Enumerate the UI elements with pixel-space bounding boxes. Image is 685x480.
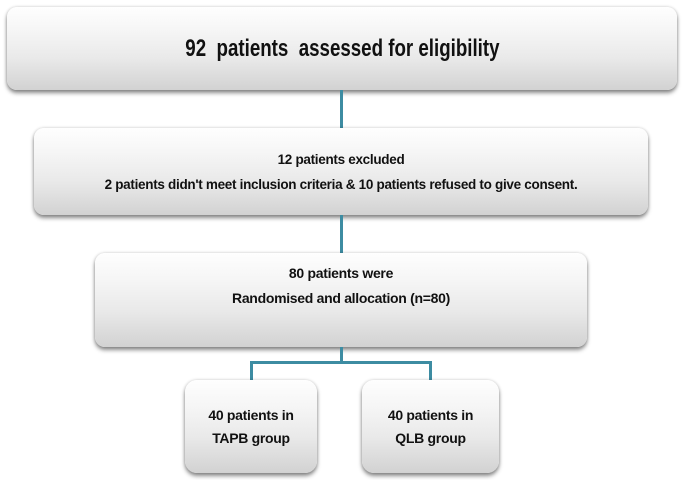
connector-randomised-down [340,347,343,362]
flow-box-excluded: 12 patients excluded 2 patients didn't m… [34,128,648,215]
tapb-line-2: TAPB group [212,429,290,446]
connector-branch-left-stub [250,361,253,381]
connector-branch-horizontal [250,361,432,364]
flow-box-tapb-group: 40 patients in TAPB group [185,380,317,473]
randomised-line-2: Randomised and allocation (n=80) [232,290,450,306]
excluded-line-1: 12 patients excluded [277,151,405,167]
excluded-line-2: 2 patients didn't meet inclusion criteri… [104,176,578,192]
qlb-line-2: QLB group [395,429,466,446]
qlb-line-1: 40 patients in [387,406,474,423]
tapb-line-1: 40 patients in [208,406,294,423]
flow-box-randomised: 80 patients were Randomised and allocati… [95,253,587,347]
connector-eligibility-to-excluded [340,90,343,129]
flow-box-eligibility: 92 patients assessed for eligibility [7,7,677,90]
randomised-line-1: 80 patients were [288,265,394,281]
connector-branch-right-stub [429,361,432,381]
flow-box-qlb-group: 40 patients in QLB group [362,380,499,473]
eligibility-text: 92 patients assessed for eligibility [184,34,500,62]
connector-excluded-to-randomised [340,215,343,254]
